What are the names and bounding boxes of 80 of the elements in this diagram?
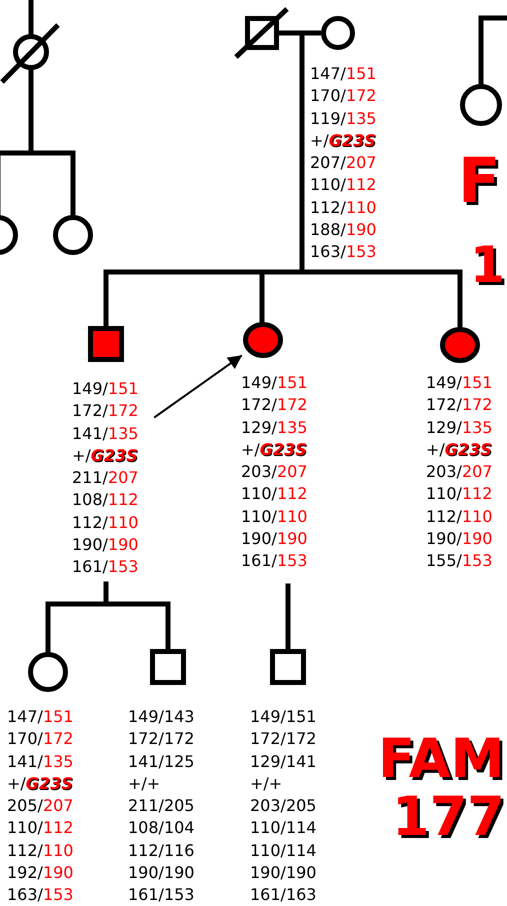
- genotype: 147/151: [7, 706, 74, 728]
- genotype: 108/112: [72, 489, 138, 512]
- genotype: 112/110: [7, 840, 74, 862]
- genotype: 141/135: [7, 750, 74, 773]
- genotype: 110/112: [241, 483, 308, 506]
- genotype: 170/172: [310, 85, 376, 108]
- male-symbol: [270, 649, 306, 685]
- female-symbol: [53, 215, 93, 255]
- genotype: 192/190: [7, 862, 74, 884]
- genotype: 211/207: [72, 467, 138, 490]
- genotype: 149/151: [426, 372, 492, 394]
- family-label: FAM: [378, 732, 504, 786]
- genotype: 163/153: [7, 884, 74, 906]
- genotype: +/+: [128, 772, 162, 795]
- genotype: 161/153: [241, 550, 308, 572]
- genotype: 203/205: [250, 795, 316, 818]
- genotype: 110/112: [7, 817, 74, 840]
- genotype: 110/114: [250, 817, 316, 840]
- genotype: 112/116: [128, 840, 194, 862]
- female-symbol: [321, 16, 355, 50]
- genotype: +/+: [250, 772, 284, 795]
- pedigree-line: [286, 584, 290, 652]
- genotype: 172/172: [241, 394, 308, 416]
- genotype: 188/190: [310, 219, 376, 242]
- genotype: 161/153: [72, 556, 138, 578]
- genotype: 205/207: [7, 795, 74, 818]
- genotype: 149/143: [128, 706, 194, 728]
- genotype: 110/112: [310, 174, 376, 196]
- female-symbol: [28, 652, 68, 692]
- genotype: 190/190: [250, 862, 316, 884]
- genotype: 108/104: [128, 817, 194, 840]
- pedigree-line: [300, 33, 304, 272]
- genotype: 211/205: [128, 795, 194, 818]
- genotype: 110/112: [426, 483, 492, 506]
- genotype: 155/153: [426, 550, 492, 572]
- genotype: 163/153: [310, 241, 376, 264]
- genotype: 149/151: [241, 372, 308, 394]
- genotype: 190/190: [426, 528, 492, 550]
- genotype: 172/172: [250, 728, 316, 750]
- genotype: +/G23S: [426, 438, 492, 461]
- pedigree-line: [478, 16, 507, 86]
- genotype: 149/151: [72, 378, 138, 400]
- genotype: +/G23S: [241, 438, 308, 461]
- genotype: +/G23S: [72, 444, 138, 467]
- genotype: 172/172: [426, 394, 492, 416]
- pedigree-line: [28, 0, 34, 36]
- genotype: 147/151: [310, 63, 376, 85]
- female-symbol: [460, 84, 502, 126]
- genotype: 172/172: [128, 728, 194, 750]
- genotype: 203/207: [241, 461, 308, 484]
- genotype: 170/172: [7, 728, 74, 750]
- genotype: 190/190: [241, 528, 308, 550]
- genotype: +/G23S: [7, 772, 74, 795]
- genotype: 129/141: [250, 750, 316, 773]
- genotype: 110/114: [250, 840, 316, 862]
- genotype: 110/110: [241, 506, 308, 528]
- family-label: F: [458, 150, 500, 212]
- genotype: 141/135: [72, 422, 138, 445]
- genotype: 161/153: [128, 884, 194, 906]
- genotype: 149/151: [250, 706, 316, 728]
- genotype: 141/125: [128, 750, 194, 773]
- genotype: 129/135: [426, 416, 492, 439]
- female-symbol: [440, 327, 480, 363]
- genotype: 190/190: [128, 862, 194, 884]
- genotype: 112/110: [310, 196, 376, 219]
- family-label: 177: [392, 790, 505, 844]
- genotype: 129/135: [241, 416, 308, 439]
- family-label: 1: [470, 240, 505, 290]
- pedigree-line: [279, 30, 321, 36]
- genotype: 190/190: [72, 534, 138, 556]
- genotype: 203/207: [426, 461, 492, 484]
- genotype: +/G23S: [310, 130, 376, 152]
- genotype: 172/172: [72, 400, 138, 422]
- genotype: 119/135: [310, 108, 376, 130]
- genotype: 112/110: [72, 512, 138, 534]
- male-symbol: [150, 649, 186, 685]
- genotype: 207/207: [310, 152, 376, 174]
- genotype: 161/163: [250, 884, 316, 906]
- proband-arrow: [154, 355, 242, 418]
- genotype: 112/110: [426, 506, 492, 528]
